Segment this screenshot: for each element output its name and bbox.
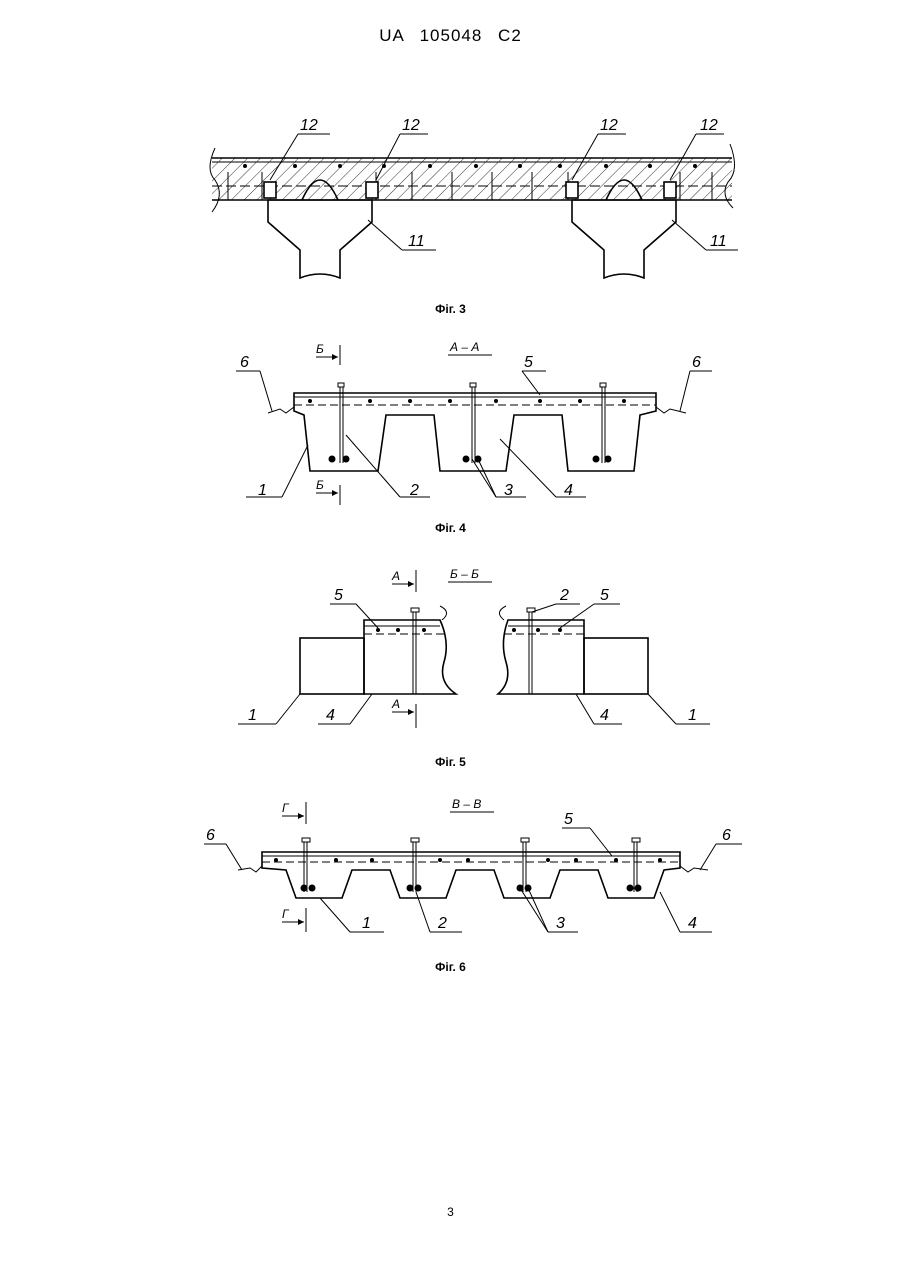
fig3-label-11b: 11 <box>710 233 727 250</box>
fig4-label-4: 4 <box>564 482 573 499</box>
page-number: 3 <box>0 1205 901 1219</box>
fig5-label-4-left: 4 <box>326 707 335 724</box>
fig3-label-12d: 12 <box>700 117 718 134</box>
fig3-label-11a: 11 <box>408 233 425 250</box>
fig6-label-5: 5 <box>564 811 573 828</box>
fig3-label-12b: 12 <box>402 117 420 134</box>
figure-3-drawing: 12 12 12 12 11 11 <box>0 100 901 290</box>
fig3-label-12c: 12 <box>600 117 618 134</box>
fig4-label-6-left: 6 <box>240 354 249 371</box>
fig4-label-6-right: 6 <box>692 354 701 371</box>
figure-5-caption: Фіг. 5 <box>0 755 901 769</box>
figure-3-caption: Фіг. 3 <box>0 302 901 316</box>
fig5-label-1-right: 1 <box>688 707 697 724</box>
fig5-cut-bottom: А <box>391 697 400 711</box>
fig5-label-1-left: 1 <box>248 707 257 724</box>
fig6-label-1: 1 <box>362 915 371 932</box>
figure-6-drawing: В – В Г Г 6 5 6 1 2 3 <box>0 792 901 952</box>
figure-4-drawing: А – А Б Б 6 5 6 1 2 3 4 <box>0 335 901 515</box>
fig5-section-title: Б – Б <box>450 567 479 581</box>
fig4-label-3: 3 <box>504 482 513 499</box>
fig6-label-6-right: 6 <box>722 827 731 844</box>
figure-5-drawing: Б – Б А А 5 2 5 1 4 4 1 <box>0 562 901 742</box>
fig6-label-4: 4 <box>688 915 697 932</box>
fig4-cut-bottom: Б <box>316 478 324 492</box>
fig5-label-5-left: 5 <box>334 587 343 604</box>
fig4-label-2: 2 <box>409 482 419 499</box>
fig3-label-12a: 12 <box>300 117 318 134</box>
fig4-label-5: 5 <box>524 354 533 371</box>
fig5-cut-top: А <box>391 569 400 583</box>
fig6-cut-bottom: Г <box>282 907 290 921</box>
fig6-label-6-left: 6 <box>206 827 215 844</box>
fig6-cut-top: Г <box>282 801 290 815</box>
fig4-section-title: А – А <box>449 340 479 354</box>
fig6-label-3: 3 <box>556 915 565 932</box>
fig6-section-title: В – В <box>452 797 481 811</box>
fig5-label-4-right: 4 <box>600 707 609 724</box>
figure-6-caption: Фіг. 6 <box>0 960 901 974</box>
fig5-label-2: 2 <box>559 587 569 604</box>
fig4-cut-top: Б <box>316 342 324 356</box>
fig4-label-1: 1 <box>258 482 267 499</box>
patent-header: UA 105048 C2 <box>0 26 901 46</box>
figure-4-caption: Фіг. 4 <box>0 521 901 535</box>
fig5-label-5-right: 5 <box>600 587 609 604</box>
fig6-label-2: 2 <box>437 915 447 932</box>
